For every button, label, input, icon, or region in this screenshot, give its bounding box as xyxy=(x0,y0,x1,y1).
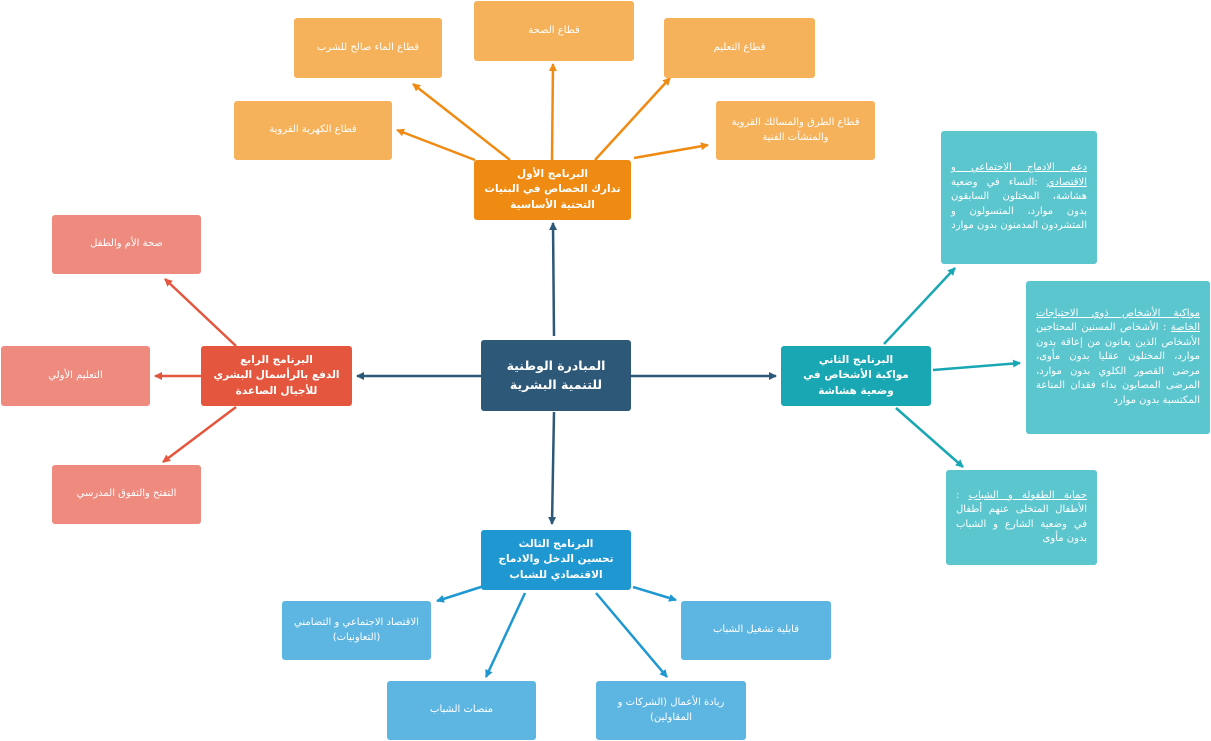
health-label: قطاع الصحة xyxy=(528,24,580,36)
edge-center-program3 xyxy=(548,411,557,525)
school-node: التفتح والتفوق المدرسي xyxy=(52,465,201,524)
electricity-label: قطاع الكهربة القروية xyxy=(269,124,357,136)
employability-node: قابلية تشغيل الشباب xyxy=(681,601,831,660)
program4-node: البرنامج الرابع الدفع بالرأسمال البشري ل… xyxy=(201,346,352,406)
disabled-text: : الأشخاص المسنين المحتاجين الأشخاص الذي… xyxy=(1036,322,1200,406)
program4-title: البرنامج الرابع xyxy=(240,354,313,367)
preschool-node: التعليم الأولي xyxy=(1,346,150,406)
children-head: حماية الطفولة و الشباب xyxy=(968,489,1087,501)
disabled-head: مواكبة الأشخاص ذوي الاحتياجات الخاصة xyxy=(1036,307,1200,334)
program1-title: البرنامج الأول xyxy=(516,168,589,181)
preschool-label: التعليم الأولي xyxy=(48,369,103,381)
program3-node: البرنامج الثالث تحسين الدخل والادماج الا… xyxy=(481,530,631,590)
platforms-label: منصات الشباب xyxy=(430,704,493,716)
program3-title: البرنامج الثالث xyxy=(518,538,594,551)
water-node: قطاع الماء صالح للشرب xyxy=(294,18,442,78)
platforms-node: منصات الشباب xyxy=(387,681,536,740)
electricity-node: قطاع الكهربة القروية xyxy=(234,101,392,160)
edge-p4-school xyxy=(162,406,237,463)
edge-p2-disabled xyxy=(932,359,1021,372)
roads-label: قطاع الطرق والمسالك القروية والمنشآت الف… xyxy=(731,117,860,143)
entrepreneurship-node: ريادة الأعمال (الشركات و المقاولين) xyxy=(596,681,746,740)
program2-subtitle: مواكبة الأشخاص في وضعية هشاشة xyxy=(803,369,909,397)
children-node: حماية الطفولة و الشباب : الأطفال المتخلى… xyxy=(946,470,1097,565)
edge-p2-integration xyxy=(883,267,956,345)
edge-p1-health xyxy=(548,63,557,161)
edge-p2-children xyxy=(895,407,964,468)
program1-node: البرنامج الأول تدارك الخصاص في البنيات ا… xyxy=(474,160,631,220)
program3-subtitle: تحسين الدخل والادماج الاقتصادي للشباب xyxy=(498,553,614,581)
edge-p3-employability xyxy=(632,585,677,602)
program2-title: البرنامج الثاني xyxy=(818,354,894,367)
health-node: قطاع الصحة xyxy=(474,1,634,61)
edge-center-program1 xyxy=(549,222,558,337)
social-economy-label: الاقتصاد الاجتماعي و التضامني (التعاونيا… xyxy=(294,617,419,643)
edge-p1-electricity xyxy=(396,128,476,162)
disabled-node: مواكبة الأشخاص ذوي الاحتياجات الخاصة : ا… xyxy=(1026,281,1210,434)
edge-p1-education xyxy=(594,77,671,161)
water-label: قطاع الماء صالح للشرب xyxy=(316,41,420,53)
roads-node: قطاع الطرق والمسالك القروية والمنشآت الف… xyxy=(716,101,875,160)
employability-label: قابلية تشغيل الشباب xyxy=(713,624,800,636)
entrepreneurship-label: ريادة الأعمال (الشركات و المقاولين) xyxy=(617,697,725,723)
edge-p3-platforms xyxy=(484,592,527,678)
center-node: المبادرة الوطنية للتنمية البشرية xyxy=(481,340,631,411)
edge-p3-entrepreneurship xyxy=(595,592,668,678)
integration-text: :النساء في وضعية هشاشة، المختلون السابقو… xyxy=(951,176,1087,232)
children-text: : الأطفال المتخلى عنهم أطفال في وضعية ال… xyxy=(956,489,1087,545)
program1-subtitle: تدارك الخصاص في البنيات التحتية الأساسية xyxy=(484,183,621,211)
edge-p4-maternal xyxy=(164,278,237,347)
maternal-node: صحة الأم والطفل xyxy=(52,215,201,274)
school-label: التفتح والتفوق المدرسي xyxy=(76,488,177,500)
maternal-label: صحة الأم والطفل xyxy=(90,238,163,250)
integration-node: دعم الادماج الاجتماعي و الاقتصادي :النسا… xyxy=(941,131,1097,264)
education-node: قطاع التعليم xyxy=(664,18,815,78)
program2-node: البرنامج الثاني مواكبة الأشخاص في وضعية … xyxy=(781,346,931,406)
program4-subtitle: الدفع بالرأسمال البشري للأجيال الصاعدة xyxy=(213,369,340,397)
education-label: قطاع التعليم xyxy=(713,41,766,53)
social-economy-node: الاقتصاد الاجتماعي و التضامني (التعاونيا… xyxy=(282,601,431,660)
edge-p1-roads xyxy=(633,142,709,160)
edge-p3-social xyxy=(436,584,485,603)
integration-head: دعم الادماج الاجتماعي و الاقتصادي xyxy=(951,162,1087,188)
center-title: المبادرة الوطنية للتنمية البشرية xyxy=(506,358,606,392)
edge-p1-water xyxy=(412,83,511,161)
